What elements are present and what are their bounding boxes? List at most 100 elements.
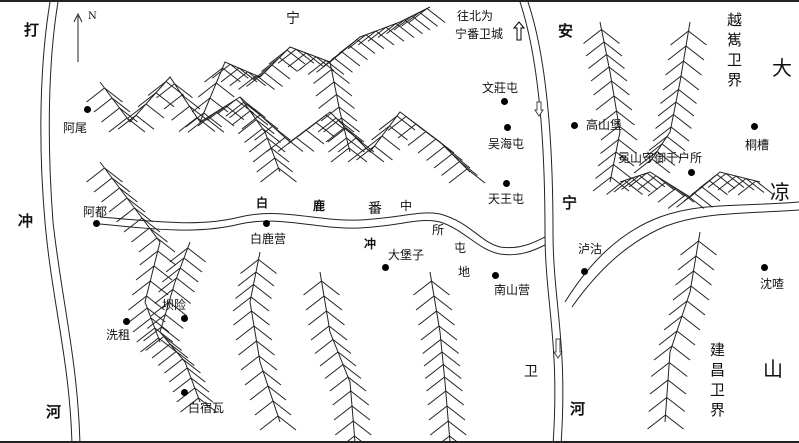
hatch-line — [600, 125, 620, 141]
hatch-line — [611, 80, 630, 96]
hatch-line — [264, 72, 283, 87]
hatch-line — [284, 137, 304, 152]
hatch-line — [657, 101, 677, 117]
hatch-line — [209, 97, 229, 113]
hatch-line — [259, 415, 279, 431]
hatch-line — [180, 397, 199, 413]
hatch-line — [667, 194, 687, 209]
hatch-line — [667, 379, 687, 395]
hatch-line — [258, 355, 278, 371]
place-nanshanying: 南山营 — [494, 283, 531, 297]
hatch-line — [441, 351, 461, 367]
hatch-line — [315, 81, 335, 97]
place-baxian: 坝险 — [162, 298, 187, 312]
right-river-bank-east — [527, 2, 564, 441]
hatch-line — [367, 26, 387, 42]
hatch-line — [688, 30, 707, 46]
hatch-line — [172, 289, 192, 304]
hatch-line — [277, 415, 297, 431]
hatch-line — [240, 355, 260, 371]
hatch-line — [427, 390, 447, 406]
bailu-stream-south — [99, 220, 546, 256]
hatch-line — [649, 379, 669, 395]
hatch-line — [255, 119, 275, 135]
hatch-line — [633, 158, 653, 174]
hatch-line — [250, 296, 270, 312]
hatch-line — [680, 240, 699, 256]
hatch-line — [145, 336, 165, 351]
hatch-line — [338, 39, 358, 54]
hatch-line — [154, 289, 174, 304]
hatch-line — [665, 60, 684, 76]
hatch-line — [650, 362, 670, 377]
hatch-line — [637, 175, 657, 191]
hatch-line — [253, 325, 273, 341]
hatch-line — [647, 181, 667, 197]
hatch-line — [334, 57, 353, 73]
hatch-line — [104, 167, 123, 183]
hatch-line — [595, 95, 615, 111]
mountain-right-char: 大 — [772, 56, 792, 80]
hatch-line — [356, 145, 375, 161]
hatch-line — [673, 114, 692, 129]
hatch-line — [648, 397, 668, 412]
place-gaoshanbao: 高山堡 — [586, 118, 623, 132]
hatch-line — [595, 164, 614, 179]
river-left-char: 冲 — [18, 212, 34, 230]
hatch-line — [253, 64, 273, 80]
hatch-line — [349, 45, 368, 61]
hatch-line — [272, 125, 291, 141]
hatch-line — [217, 99, 237, 114]
hatch-line — [375, 30, 395, 46]
place-wuhaitun: 吴海屯 — [488, 137, 525, 151]
yuexi-border-label: 越嶲卫界 — [725, 12, 743, 92]
hatch-line — [151, 343, 171, 359]
hatch-line — [648, 136, 668, 151]
hatch-line — [248, 137, 268, 153]
hatch-line — [593, 80, 612, 96]
hatch-line — [190, 377, 210, 393]
place-lugu: 泸沽 — [578, 242, 603, 256]
ning-label: 宁 — [286, 11, 300, 27]
hatch-line — [601, 29, 620, 44]
hatch-line — [270, 147, 290, 163]
hatch-line — [624, 180, 643, 195]
river-right-char: 宁 — [562, 194, 578, 212]
hatch-line — [639, 175, 658, 190]
hatch-line — [333, 81, 353, 97]
settlement-dot — [501, 98, 508, 105]
hatch-line — [442, 364, 462, 379]
hatch-line — [621, 175, 640, 190]
hatch-line — [668, 362, 688, 377]
hatch-line — [393, 15, 413, 31]
ridge-line — [649, 21, 691, 163]
hatch-line — [258, 259, 277, 274]
hatch-line — [272, 400, 292, 416]
hatch-line — [431, 280, 450, 296]
hatch-line — [315, 122, 335, 137]
hatch-line — [171, 105, 190, 121]
hatch-line — [93, 97, 113, 113]
hatch-line — [240, 259, 259, 274]
hatch-line — [433, 153, 453, 169]
hatch-line — [244, 128, 263, 143]
hatch-line — [325, 127, 345, 143]
north-arrow-icon — [73, 12, 83, 62]
lugu-stream-south — [571, 209, 799, 308]
hatch-line — [176, 277, 195, 293]
region-char: 所 — [432, 223, 445, 237]
hatch-line — [215, 82, 235, 98]
hatch-line — [407, 131, 427, 146]
hatch-line — [433, 295, 453, 311]
hatch-line — [329, 376, 349, 392]
hatch-line — [408, 8, 428, 23]
mountain-right-char: 山 — [763, 357, 783, 381]
hatch-line — [126, 197, 146, 213]
hatch-line — [246, 72, 265, 87]
hatch-line — [356, 39, 376, 54]
settlement-dot — [761, 264, 768, 271]
hatch-line — [662, 75, 682, 91]
hatch-line — [590, 66, 610, 82]
hatch-line — [424, 364, 444, 379]
hatch-line — [426, 8, 446, 23]
